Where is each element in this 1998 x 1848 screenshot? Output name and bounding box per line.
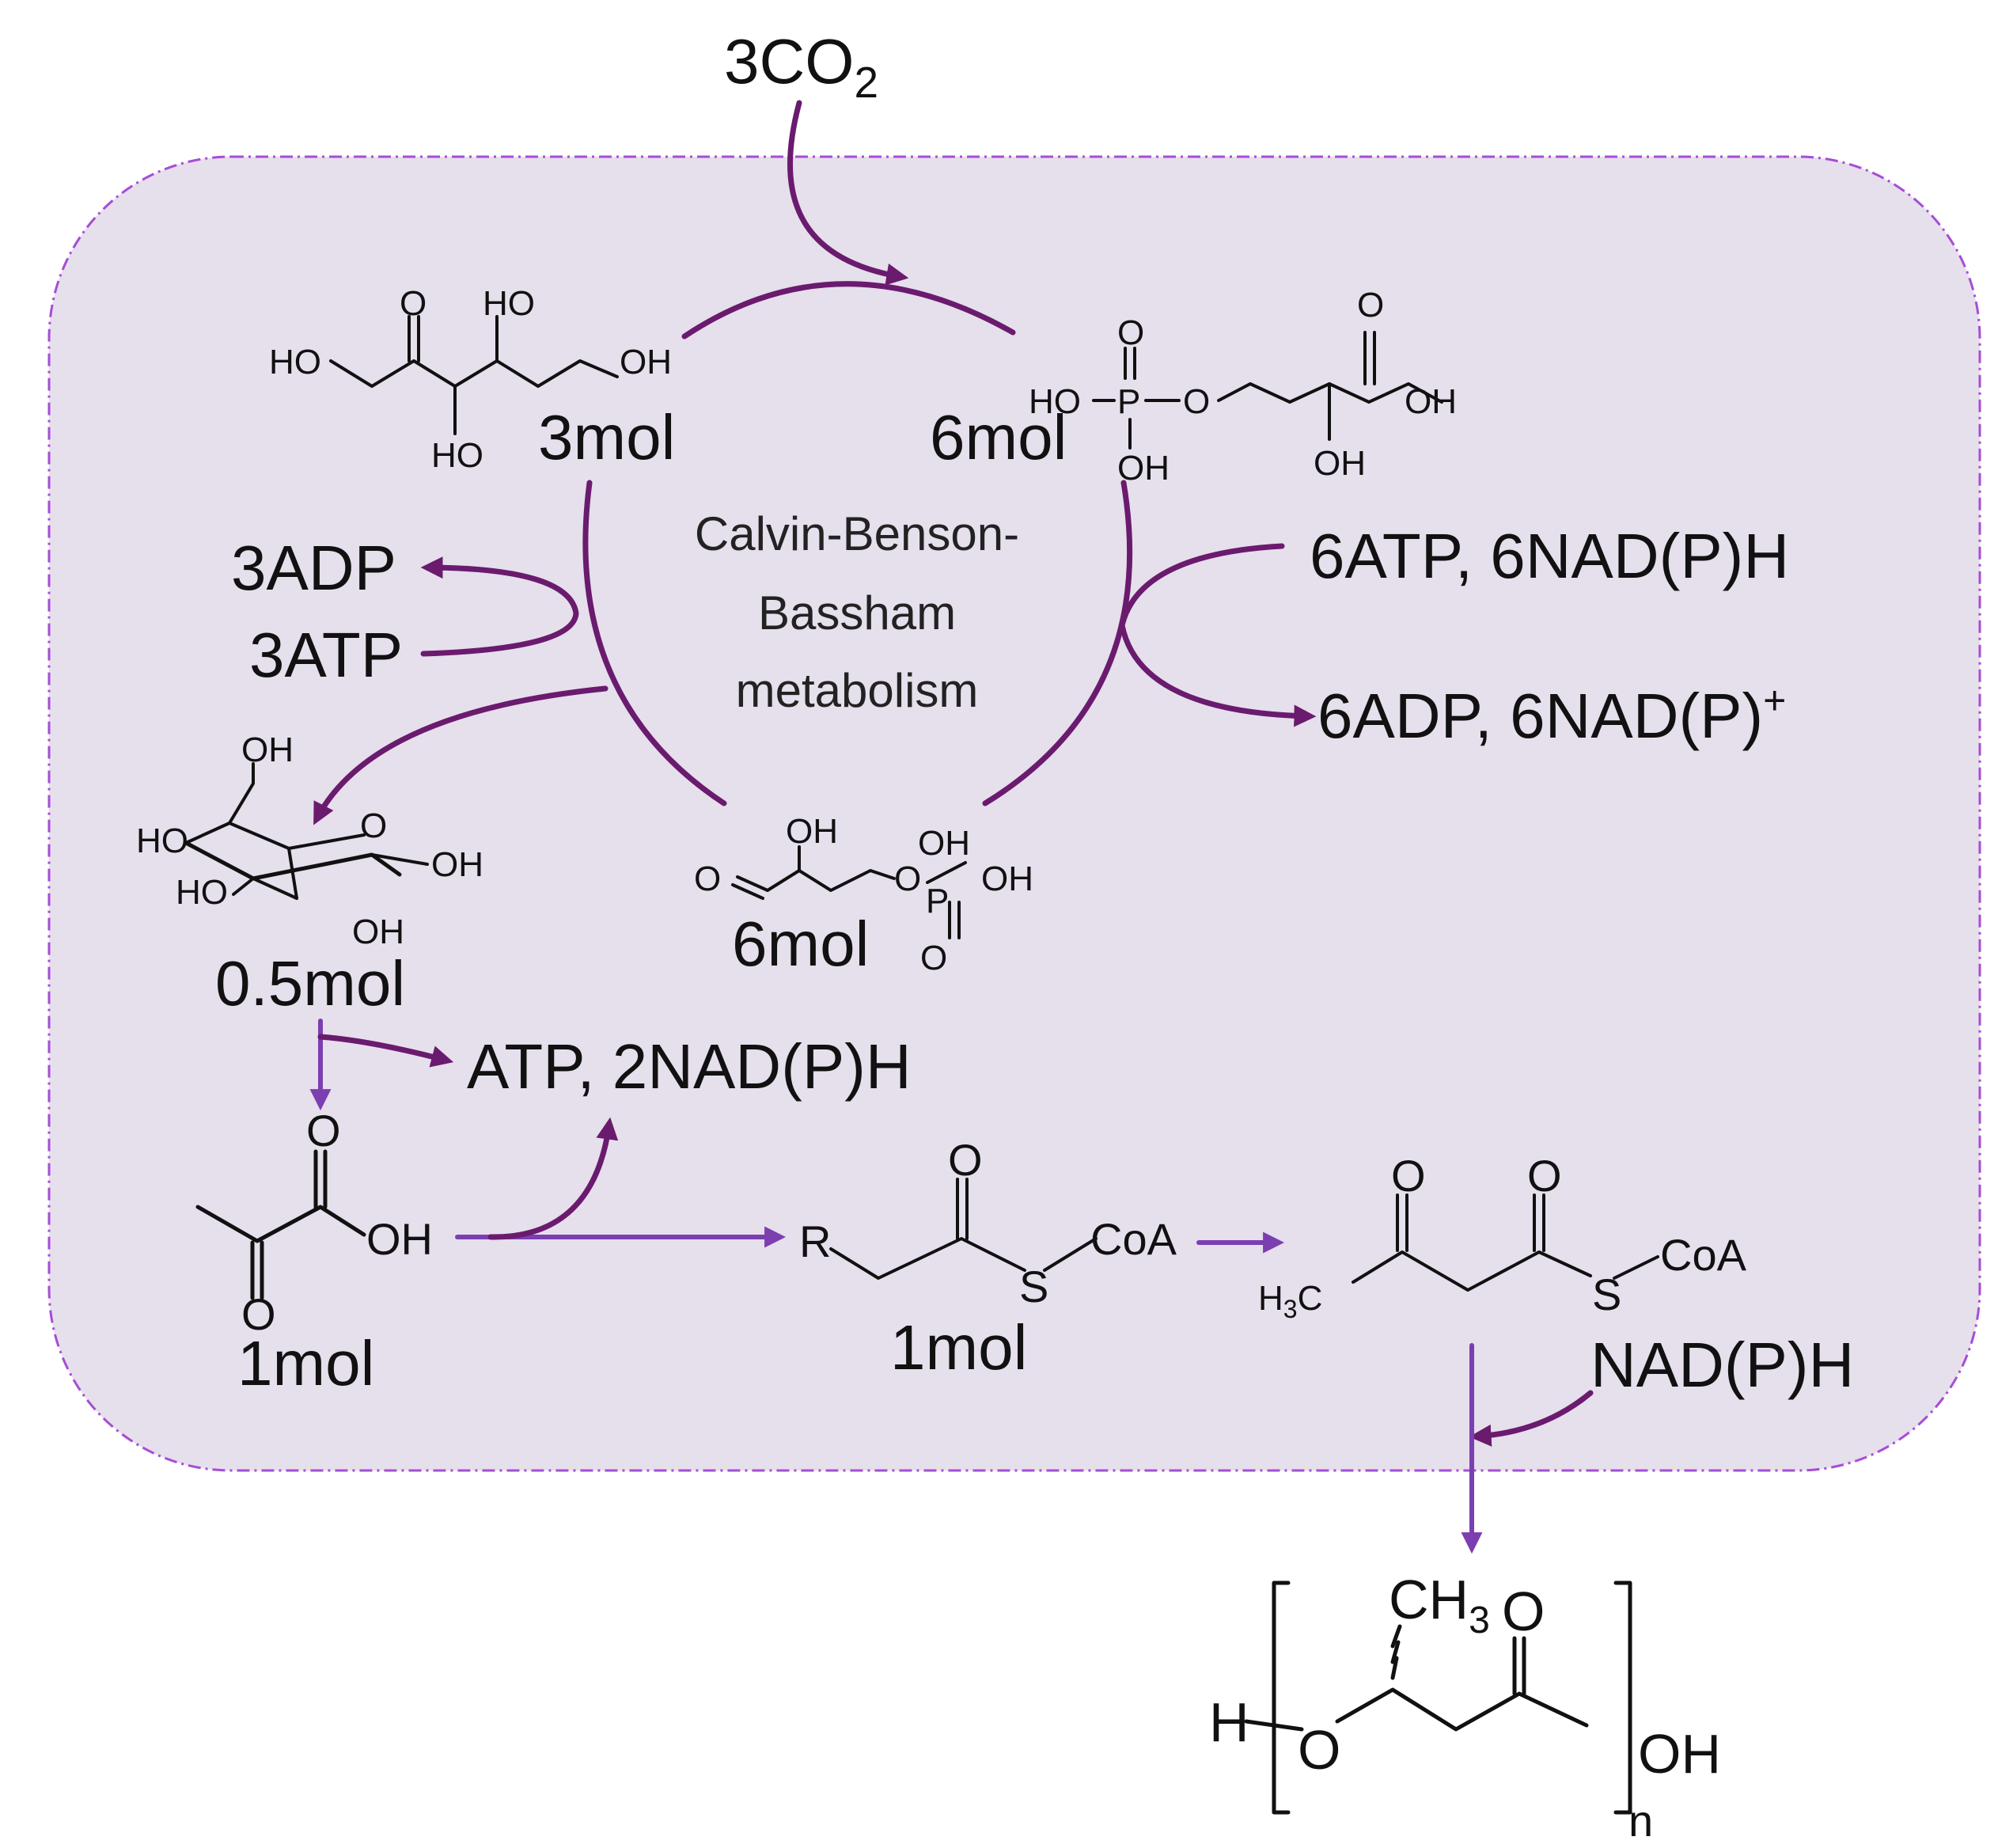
svg-text:OH: OH — [1314, 444, 1366, 483]
pyruvate-energy-arrow — [487, 1117, 619, 1240]
nadph-arrow — [1469, 1390, 1594, 1447]
svg-text:O: O — [1183, 382, 1210, 421]
svg-text:O: O — [948, 1135, 983, 1185]
svg-text:O: O — [306, 1106, 341, 1155]
svg-text:HO: HO — [136, 822, 188, 860]
svg-text:O: O — [241, 1289, 276, 1339]
svg-text:S: S — [1592, 1269, 1621, 1319]
adp6-nadp6-label: 6ADP, 6NAD(P)+ — [1317, 678, 1786, 751]
svg-text:HO: HO — [431, 436, 483, 475]
cycle-arc-right — [982, 480, 1133, 806]
phb-structure: H O CH3 O OH n — [1209, 1569, 1721, 1846]
cycle-label-line2: Bassham — [758, 586, 956, 639]
g3p-amount: 6mol — [732, 909, 869, 979]
svg-text:P: P — [1117, 382, 1140, 421]
adp3-label: 3ADP — [231, 533, 396, 603]
svg-text:n: n — [1628, 1796, 1653, 1846]
svg-text:O: O — [1502, 1580, 1545, 1642]
svg-text:HO: HO — [176, 873, 228, 912]
cycle-arc-top — [681, 281, 1016, 340]
svg-text:OH: OH — [1638, 1723, 1721, 1785]
svg-text:O: O — [920, 939, 947, 977]
svg-text:HO: HO — [483, 284, 535, 323]
pyruvate-amount: 1mol — [237, 1328, 374, 1398]
svg-text:CoA: CoA — [1660, 1230, 1747, 1280]
svg-text:HO: HO — [269, 343, 321, 381]
svg-text:OH: OH — [352, 913, 404, 951]
svg-text:R: R — [799, 1216, 831, 1266]
glycolysis-energy-arrow — [317, 1034, 454, 1068]
co2-label: 3CO2 — [724, 26, 878, 107]
svg-text:H3C: H3C — [1258, 1279, 1322, 1323]
atp3-branch-arrow — [420, 556, 579, 657]
glucose-structure: OH HO HO O OH OH — [136, 730, 483, 951]
svg-text:P: P — [926, 882, 949, 920]
atp-2nadph-label: ATP, 2NAD(P)H — [467, 1031, 912, 1102]
pyruvate-structure: O OH O — [195, 1106, 433, 1339]
acylcoa-structure: R O S CoA — [799, 1135, 1177, 1311]
cycle-label-line3: metabolism — [736, 664, 979, 717]
svg-text:O: O — [1117, 313, 1144, 352]
glucose-branch-arrow — [313, 685, 608, 825]
svg-text:OH: OH — [620, 343, 672, 381]
cell-boundary — [47, 155, 1981, 1472]
phosphoglycerate-amount: 6mol — [930, 402, 1067, 472]
svg-text:O: O — [694, 859, 721, 898]
svg-text:OH: OH — [786, 812, 838, 851]
cycle-label: Calvin-Benson- — [695, 507, 1019, 560]
svg-text:O: O — [400, 284, 427, 323]
svg-text:O: O — [1527, 1151, 1562, 1201]
svg-text:OH: OH — [1405, 382, 1457, 421]
atp6-nadph6-label: 6ATP, 6NAD(P)H — [1310, 521, 1789, 591]
atp3-label: 3ATP — [249, 620, 403, 690]
svg-text:CH3: CH3 — [1389, 1569, 1490, 1641]
svg-text:OH: OH — [918, 824, 970, 863]
svg-text:HO: HO — [1029, 382, 1081, 421]
svg-text:O: O — [1298, 1719, 1340, 1781]
svg-text:O: O — [894, 859, 921, 898]
atp6-branch-arrow — [1119, 543, 1317, 727]
ribulose-amount: 3mol — [538, 402, 675, 472]
svg-text:OH: OH — [1117, 449, 1170, 488]
svg-text:OH: OH — [366, 1214, 433, 1264]
acetoacetyl-coa-structure: H3C O O S CoA — [1258, 1151, 1747, 1323]
cycle-arc-left — [582, 480, 727, 806]
svg-text:OH: OH — [431, 845, 483, 884]
svg-text:O: O — [1357, 286, 1384, 324]
nadph-label: NAD(P)H — [1590, 1330, 1854, 1400]
ribulose-structure: HO O HO HO OH — [269, 284, 672, 475]
svg-text:O: O — [360, 806, 387, 845]
acylcoa-amount: 1mol — [890, 1312, 1027, 1383]
svg-text:O: O — [1391, 1151, 1426, 1201]
phosphoglycerate-structure: HO P O OH O O OH OH — [1029, 286, 1457, 488]
g3p-structure: O OH O P OH OH O — [694, 812, 1033, 977]
svg-text:H: H — [1209, 1691, 1249, 1753]
svg-text:OH: OH — [241, 730, 294, 769]
co2-arrow — [787, 100, 909, 286]
svg-text:CoA: CoA — [1090, 1214, 1177, 1264]
glucose-amount: 0.5mol — [215, 948, 405, 1019]
svg-text:S: S — [1019, 1262, 1048, 1311]
svg-text:OH: OH — [981, 859, 1033, 898]
